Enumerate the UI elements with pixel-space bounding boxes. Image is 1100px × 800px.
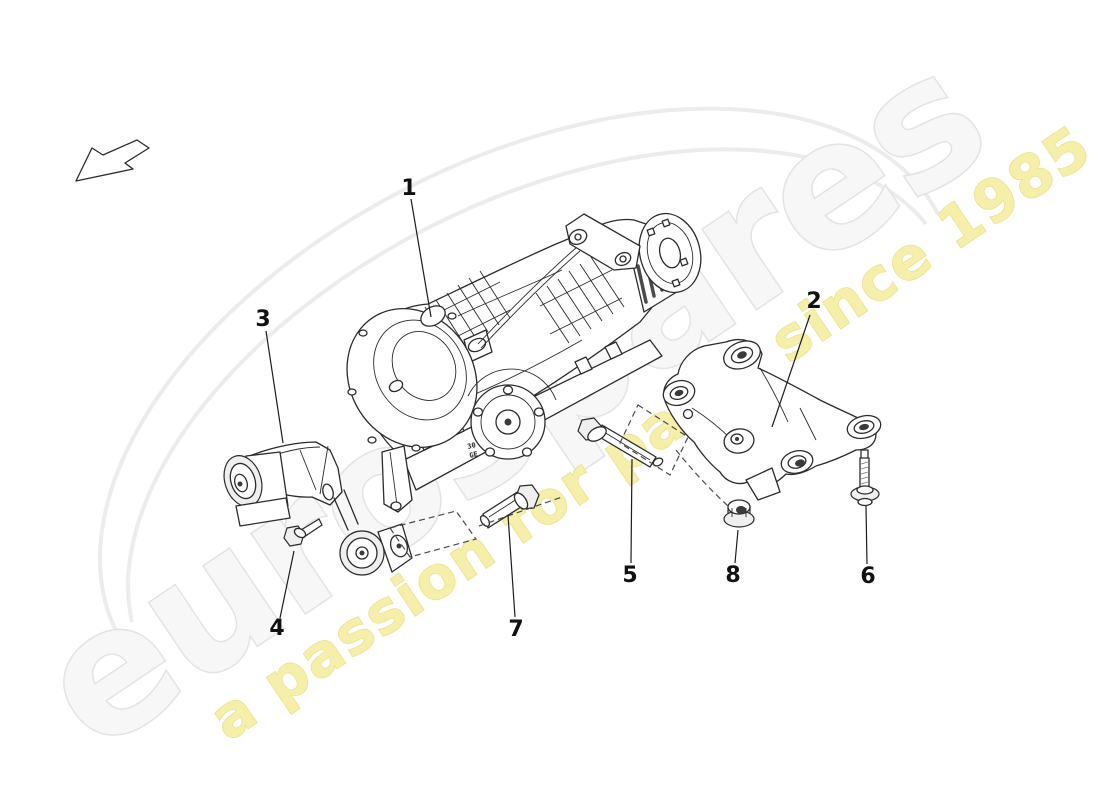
rib-cage-right bbox=[535, 256, 625, 344]
watermark-swoosh bbox=[98, 106, 940, 636]
casting-mark-30: 30 bbox=[467, 441, 477, 451]
top-bridge-arm bbox=[565, 213, 641, 271]
callout-1[interactable]: 1 bbox=[401, 176, 416, 201]
callout-5[interactable]: 5 bbox=[622, 563, 637, 588]
mount-bracket-right-drawing bbox=[662, 339, 882, 501]
final-drive-assembly-drawing: 30 GE bbox=[346, 212, 702, 513]
assembly-guide-lines bbox=[389, 404, 729, 558]
front-cover bbox=[346, 305, 478, 452]
leader-line-1 bbox=[410, 198, 432, 318]
callout-6[interactable]: 6 bbox=[860, 564, 875, 589]
leader-line-8 bbox=[734, 529, 739, 564]
flange-nut-drawing bbox=[723, 499, 755, 528]
casting-mark-ge: GE bbox=[469, 450, 479, 460]
cv-joint-end bbox=[629, 212, 702, 313]
bolt-4-drawing bbox=[283, 518, 323, 547]
callout-4[interactable]: 4 bbox=[269, 616, 284, 641]
callouts: 1 2 3 4 5 6 7 8 bbox=[255, 176, 875, 642]
output-flange bbox=[467, 368, 557, 460]
bolt-7-drawing bbox=[479, 484, 540, 529]
bolt-6-drawing bbox=[850, 449, 880, 507]
leader-line-4 bbox=[279, 550, 295, 619]
callout-2[interactable]: 2 bbox=[806, 289, 821, 314]
callout-3[interactable]: 3 bbox=[255, 307, 270, 332]
direction-arrow-icon bbox=[75, 139, 150, 182]
leader-line-3 bbox=[265, 330, 284, 444]
leader-line-2 bbox=[771, 314, 811, 428]
callout-8[interactable]: 8 bbox=[725, 563, 740, 588]
leader-line-5 bbox=[630, 458, 633, 564]
leader-lines bbox=[265, 198, 868, 619]
lower-boss bbox=[381, 445, 413, 513]
mount-bracket-left-drawing bbox=[223, 441, 413, 576]
leader-line-6 bbox=[865, 505, 868, 565]
callout-7[interactable]: 7 bbox=[508, 617, 523, 642]
leader-line-7 bbox=[507, 514, 516, 618]
